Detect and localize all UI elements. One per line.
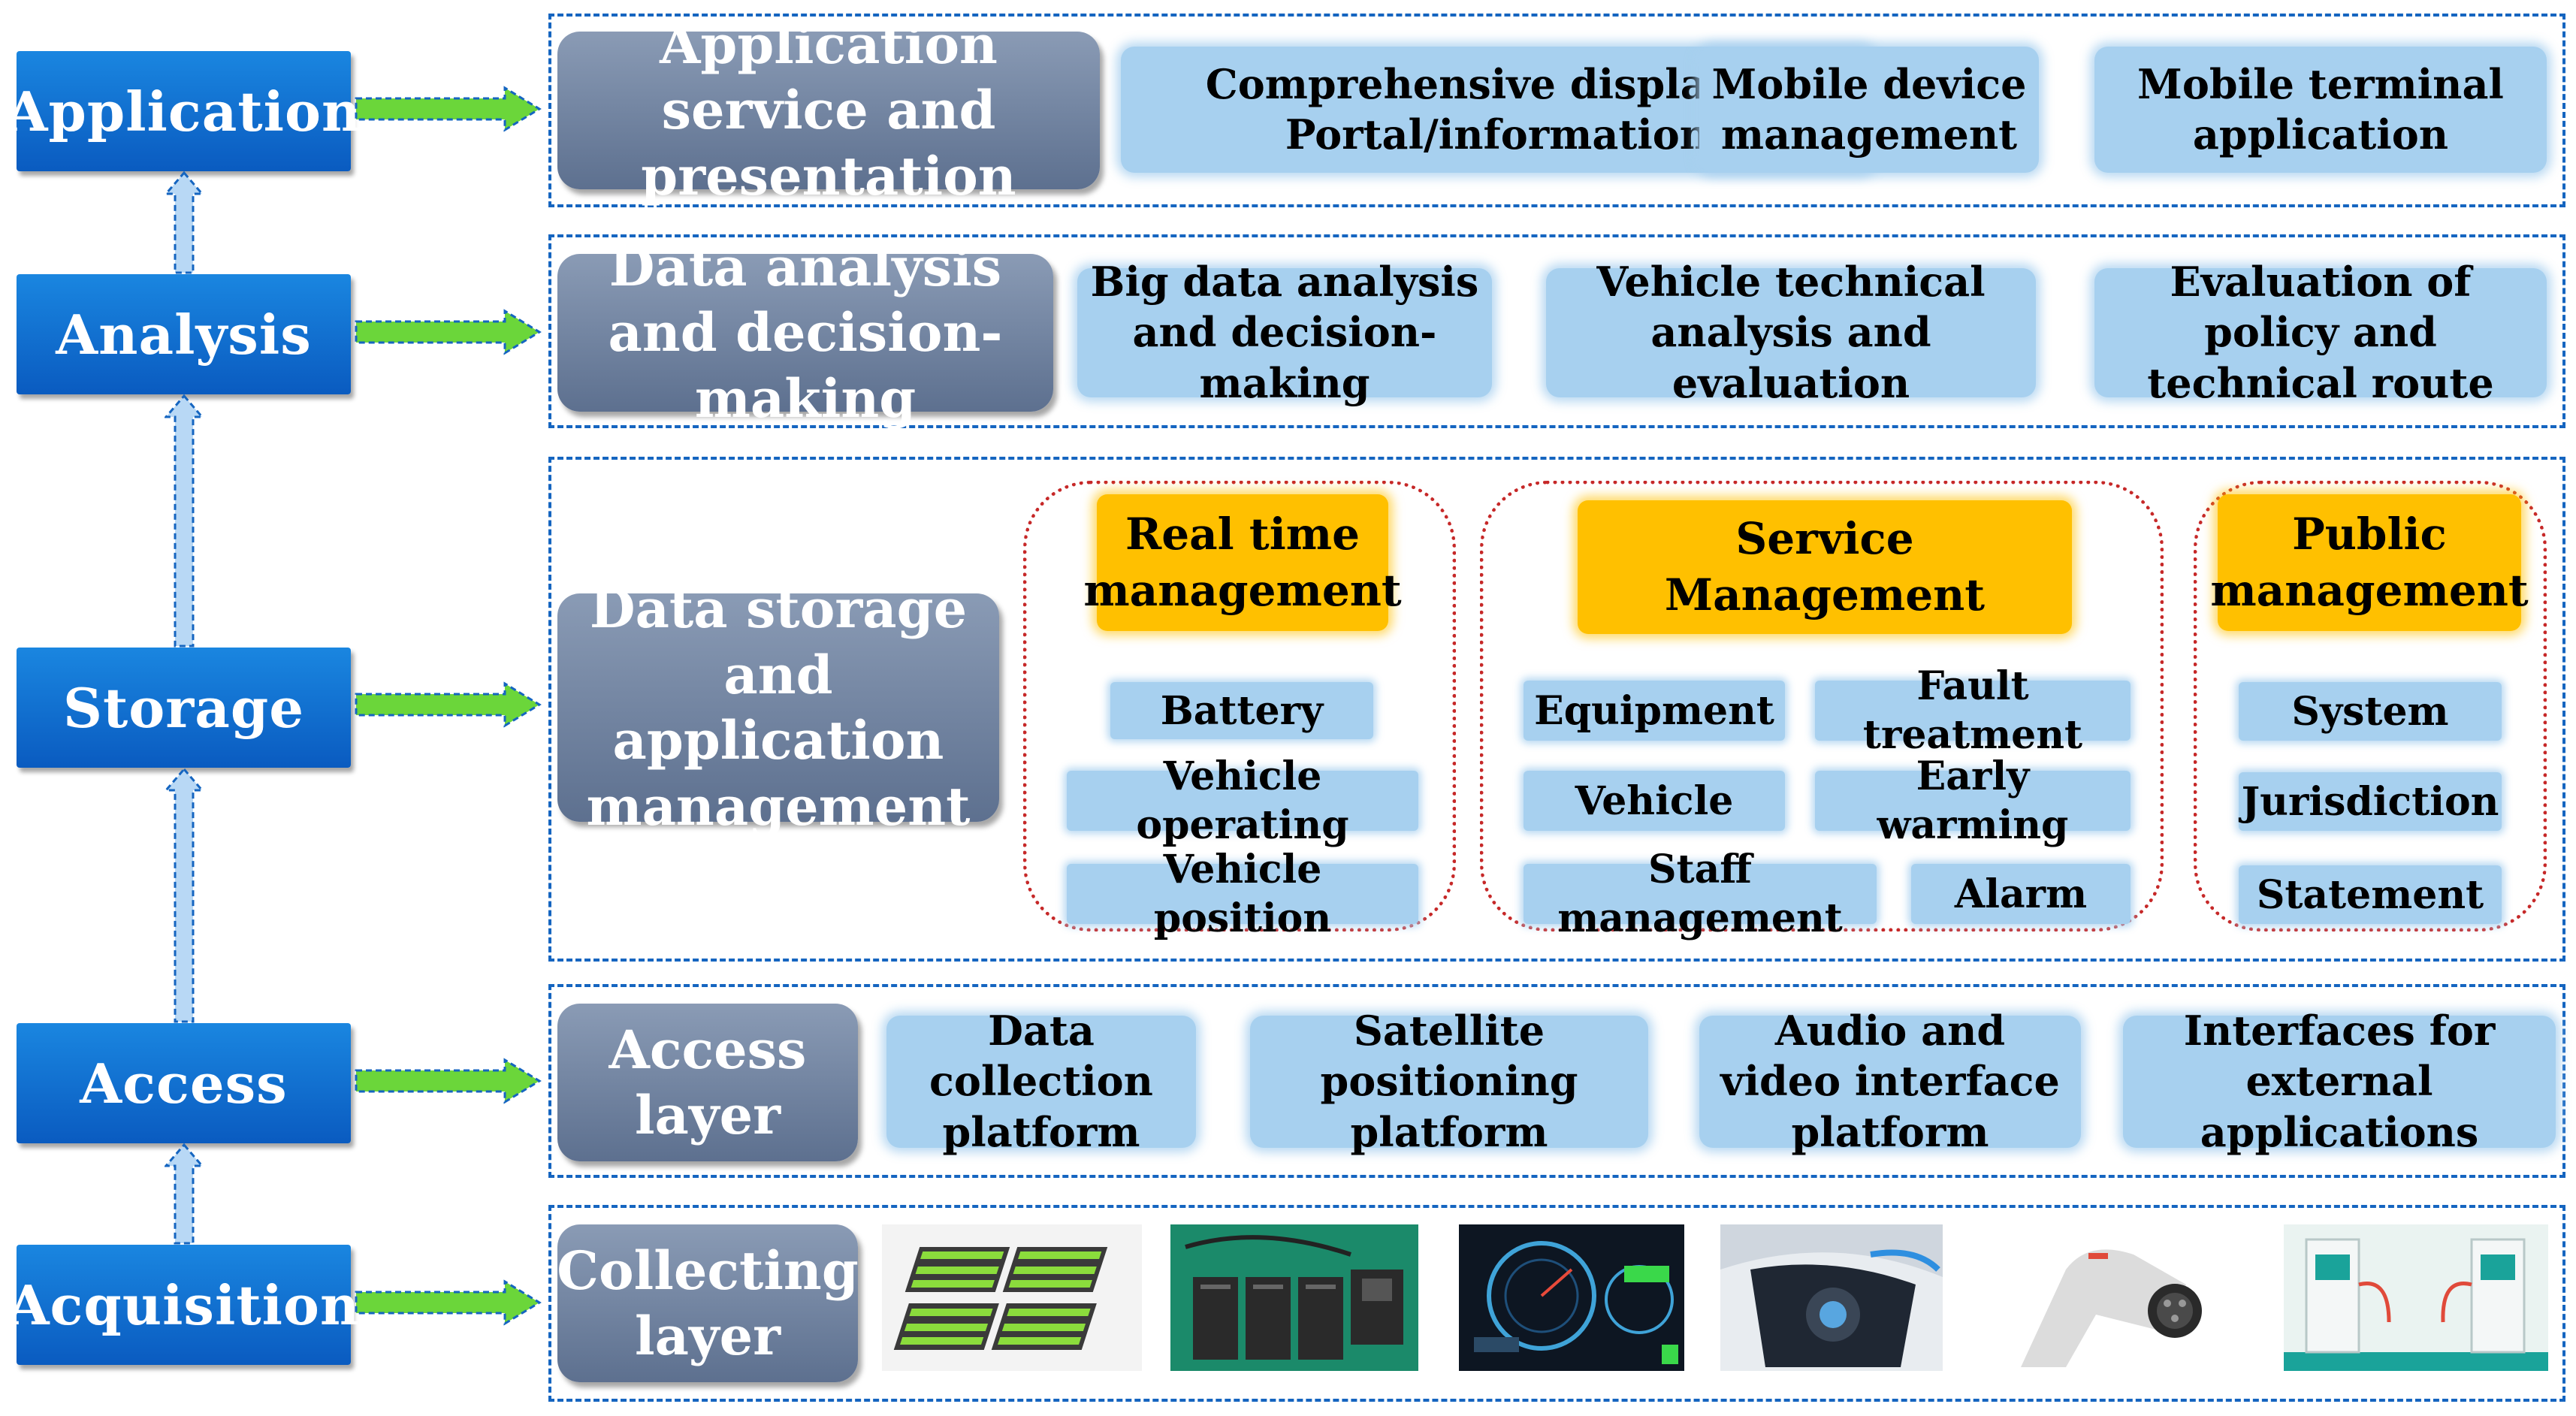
panel-application [548,14,2565,207]
up-arrow-acquisition-to-access [165,1143,204,1245]
item-vehicle-operating: Vehicle operating [1067,753,1418,848]
item-equipment: Equipment [1524,681,1785,741]
item-system: System [2239,682,2502,741]
item-vehicle: Vehicle [1524,771,1785,831]
item-mobile-device-management: Mobile device management [1699,47,2039,173]
item-mobile-terminal-application: Mobile terminal application [2094,47,2547,173]
panel-collecting [548,1205,2565,1402]
item-early-warming: Early warming [1815,753,2131,848]
item-alarm: Alarm [1911,864,2131,924]
item-data-collection-platform: Data collection platform [886,1007,1196,1156]
layer-access: Access layer [557,1004,858,1161]
stage-storage: Storage [17,648,351,768]
item-satellite-positioning-platform: Satellite positioning platform [1250,1007,1648,1156]
item-vehicle-position: Vehicle position [1067,847,1418,941]
stage-acquisition: Acquisition [8,1245,359,1365]
group-head-service: Service Management [1578,500,2072,634]
item-statement: Statement [2239,865,2502,924]
right-arrow-acquisition [355,1279,542,1326]
item-jurisdiction: Jurisdiction [2239,772,2502,831]
dashboard-photo [1459,1224,1684,1371]
group-real-time-management [1023,481,1456,931]
layer-collecting: Collecting layer [557,1224,859,1382]
panel-access [548,984,2565,1178]
right-arrow-access [355,1058,542,1104]
gear-console-photo [1720,1224,1943,1371]
right-arrow-application [355,86,542,132]
group-public-management [2194,481,2547,931]
charging-plug-photo [2006,1224,2216,1371]
layer-application-service: Application service and presentation [557,14,1100,207]
right-arrow-analysis [355,309,542,355]
item-evaluation-of-policy: Evaluation of policy and technical route [2094,258,2547,407]
item-vehicle-technical-analysis: Vehicle technical analysis and evaluatio… [1546,258,2036,407]
item-fault-treatment: Fault treatment [1815,663,2131,758]
group-service-management [1480,481,2164,931]
panel-analysis [548,234,2565,428]
right-arrow-storage [355,681,542,728]
layer-data-storage: Data storage and application management [557,578,999,838]
battery-modules-photo [1170,1224,1418,1371]
layer-data-analysis: Data analysis and decision-making [557,236,1053,430]
stage-access: Access [17,1023,351,1143]
up-arrow-storage-to-analysis [165,394,204,648]
item-big-data-analysis: Big data analysis and decision-making [1077,258,1492,407]
group-head-real-time: Real time management [1083,494,1402,631]
up-arrow-access-to-storage [165,768,204,1023]
charging-station-photo [2284,1224,2548,1371]
stage-analysis: Analysis [17,274,351,394]
item-battery: Battery [1110,682,1373,739]
item-audio-video-interface: Audio and video interface platform [1699,1007,2081,1156]
group-head-public: Public management [2210,494,2529,631]
panel-storage [548,457,2565,962]
item-staff-management: Staff management [1524,847,1877,941]
item-interfaces-external: Interfaces for external applications [2123,1007,2556,1156]
stage-application: Application [6,51,361,171]
up-arrow-analysis-to-application [165,171,204,274]
battery-pack-photo [882,1224,1142,1371]
